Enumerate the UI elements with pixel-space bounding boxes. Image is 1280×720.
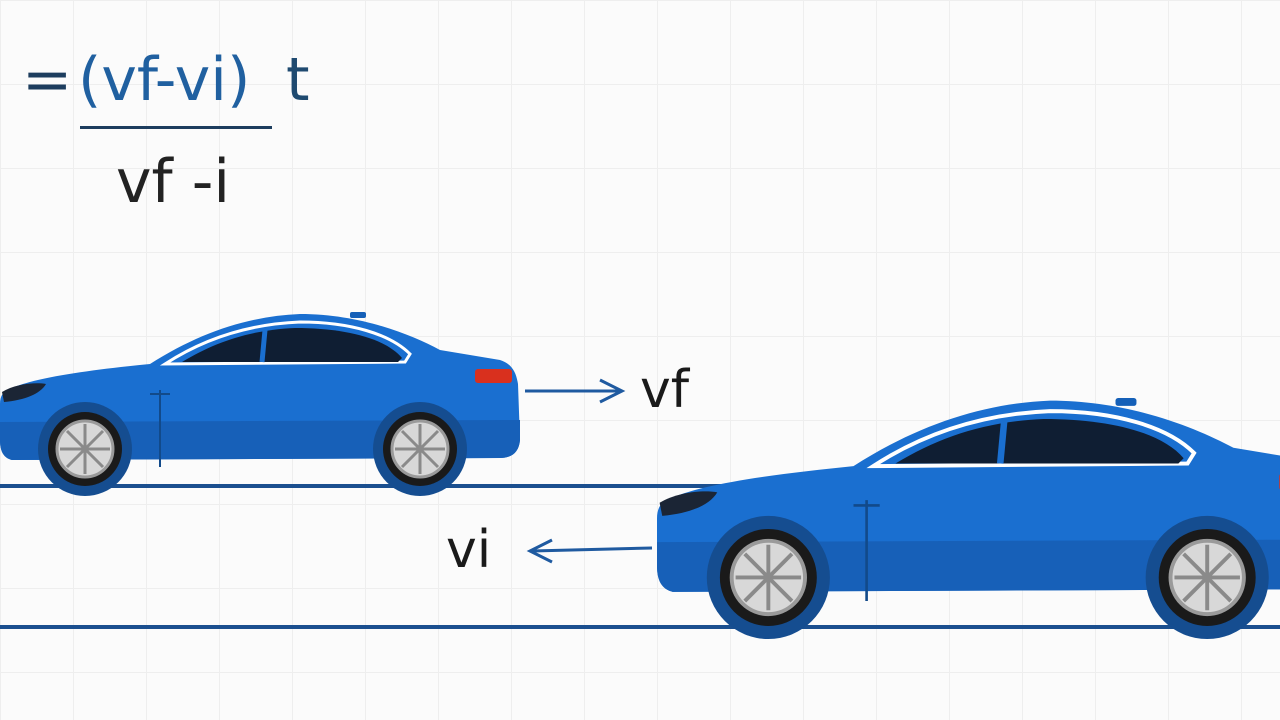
arrow-left-icon: [526, 538, 653, 564]
final-velocity-label: vf: [640, 360, 690, 420]
equals-sign: =: [22, 45, 73, 115]
fraction-bar: [80, 126, 272, 129]
arrow-right-icon: [525, 378, 626, 404]
formula-denominator: vf -i: [116, 147, 231, 217]
formula-numerator: (vf-vi): [78, 45, 251, 115]
car-initial: [657, 398, 1280, 639]
formula-time: t: [286, 45, 310, 115]
initial-velocity-label: vi: [446, 520, 492, 580]
car-final: [0, 312, 520, 496]
